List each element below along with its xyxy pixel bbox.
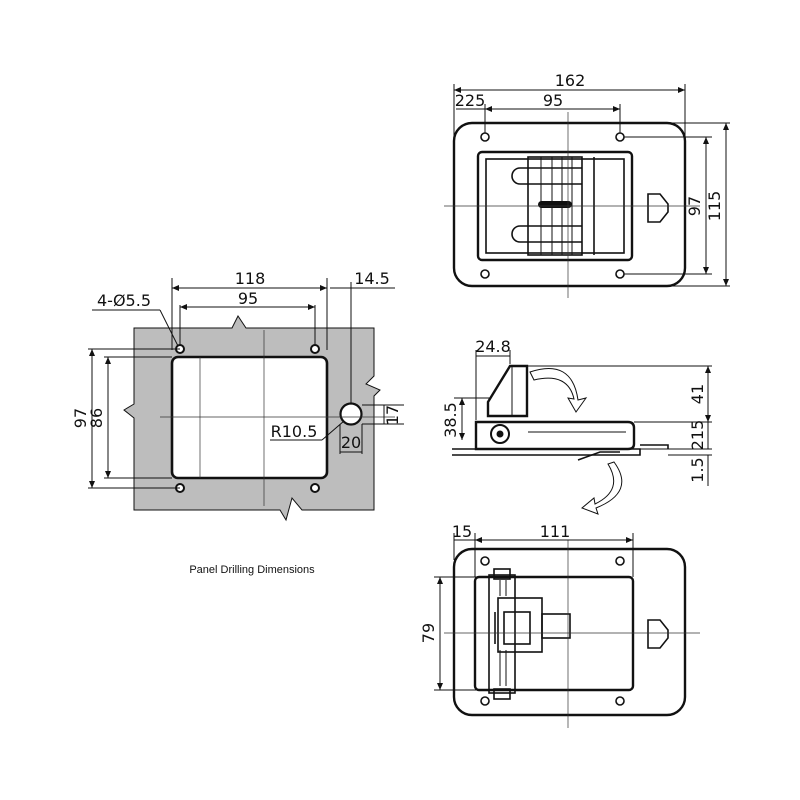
top-view-height-97-label: 97 [685,196,704,216]
side-view-height-21-5-label: 215 [688,420,707,451]
top-view-height-115-label: 115 [705,191,724,222]
panel-height-97-label: 97 [71,408,90,428]
bottom-view-flange [452,547,687,717]
side-view-height-38-5-label: 38.5 [441,402,460,438]
panel-rectangular-opening [170,355,329,480]
bottom-view-screw-hole [480,556,490,566]
panel-height-86-label: 86 [87,408,106,428]
rotate-up-arrow-icon [529,368,588,413]
panel-drilling-view: 118 95 14.5 4-Ø5.5 97 86 R10.5 20 [71,269,404,522]
side-view-body [474,420,636,451]
panel-offset-14-5-label: 14.5 [354,269,390,288]
bottom-view-bolt [541,613,571,639]
top-view: 162 225 95 97 115 [444,71,730,298]
side-view-paddle [486,364,529,418]
bottom-view-screw-hole [480,696,490,706]
side-view-width-24-8-label: 24.8 [475,337,511,356]
top-view-grip [538,201,572,208]
bottom-view-screw-hole [615,556,625,566]
side-view-thickness-1-5-label: 1.5 [688,457,707,482]
rotate-down-arrow-icon [581,461,623,515]
panel-radius-label: R10.5 [271,422,318,441]
bottom-view-latch-plate [488,574,516,694]
panel-holes-label: 4-Ø5.5 [97,291,151,310]
top-view-screw-hole [615,269,625,279]
top-view-screw-hole [615,132,625,142]
bottom-view-screw-hole [615,696,625,706]
top-view-flange [452,121,687,288]
bottom-view: 15 111 79 [419,522,700,728]
panel-key-hole [339,402,363,426]
panel-mounting-hole [310,483,320,493]
panel-slot-17-label: 17 [383,405,402,425]
top-view-screw-hole [480,269,490,279]
side-view-height-41-label: 41 [688,384,707,404]
top-view-width-162-label: 162 [555,71,586,90]
panel-mounting-hole [310,344,320,354]
bottom-view-height-79-label: 79 [419,623,438,643]
bottom-view-offset-15-label: 15 [452,522,472,541]
panel-drilling-caption: Panel Drilling Dimensions [189,564,315,576]
top-view-width-95-label: 95 [543,91,563,110]
bottom-view-key-cylinder [647,619,669,649]
panel-width-118-label: 118 [235,269,266,288]
top-view-screw-hole [480,132,490,142]
bottom-view-housing [473,575,635,692]
top-view-key-cylinder [647,193,669,223]
top-view-offset-label: 225 [455,91,486,110]
bottom-view-width-111-label: 111 [540,522,571,541]
panel-width-95-label: 95 [238,289,258,308]
side-view: 24.8 38.5 41 215 1.5 [441,337,712,515]
panel-slot-20-label: 20 [341,433,361,452]
